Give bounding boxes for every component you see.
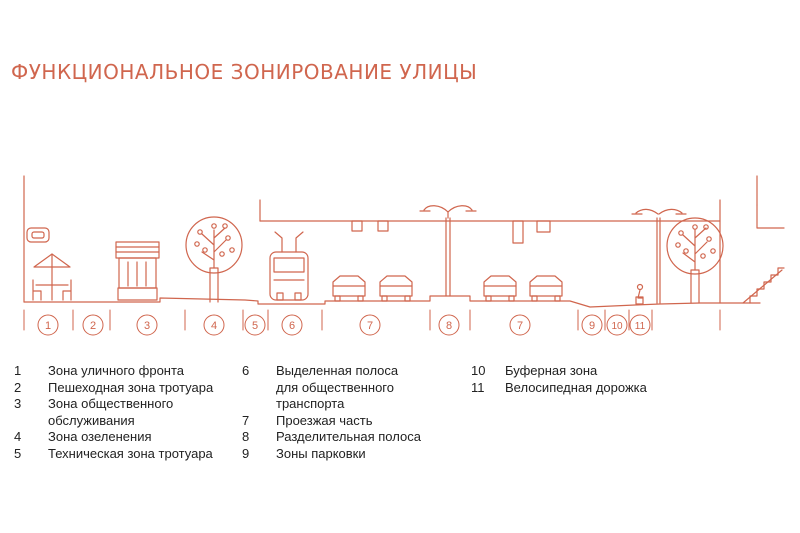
zone-marker-9 xyxy=(581,314,603,336)
zone-marker-5 xyxy=(244,314,266,336)
legend-item: 8 Разделительная полоса xyxy=(242,429,421,446)
legend-number: 2 xyxy=(14,379,22,395)
tree-icon-left xyxy=(185,216,243,303)
zone-marker-label: 9 xyxy=(589,320,595,332)
kiosk-icon xyxy=(115,241,160,301)
legend-number: 5 xyxy=(14,445,22,461)
car-icon xyxy=(529,275,563,302)
zone-marker-label: 7 xyxy=(517,320,523,332)
zone-marker-label: 5 xyxy=(252,320,258,332)
cafe-umbrella-icon xyxy=(32,253,72,301)
zone-marker-11 xyxy=(629,314,651,336)
zone-marker-label: 7 xyxy=(367,320,373,332)
legend-number: 3 xyxy=(14,396,22,411)
street-cross-section: 1 2 3 4 5 6 7 8 7 9 10 11 xyxy=(23,175,785,336)
legend-item: 4 Зона озеленения xyxy=(14,429,213,446)
zone-marker-label: 1 xyxy=(45,320,51,332)
legend-text: для общественного xyxy=(276,379,394,395)
car-icon xyxy=(483,275,517,302)
car-icon xyxy=(379,275,413,302)
traffic-light-icon xyxy=(512,220,524,244)
legend-text: обслуживания xyxy=(48,412,135,428)
legend-item: 1 Зона уличного фронта xyxy=(14,363,213,380)
road-sign-icon xyxy=(536,220,551,233)
street-lamp-icon-right xyxy=(631,208,687,304)
legend-number: 7 xyxy=(242,412,250,428)
legend-text: Зона озеленения xyxy=(48,429,152,444)
legend-text: Пешеходная зона тротуара xyxy=(48,379,214,395)
zone-marker-label: 8 xyxy=(446,320,452,332)
zone-marker-7a xyxy=(359,314,381,336)
legend-text: транспорта xyxy=(276,396,345,411)
zone-marker-label: 3 xyxy=(144,320,150,332)
legend-item: 11 Велосипедная дорожка xyxy=(471,380,647,397)
shop-sign xyxy=(26,227,50,243)
legend-column-2: 6 Выделенная полоса для общественного тр… xyxy=(242,363,421,462)
traffic-signal-icon xyxy=(377,220,389,232)
legend-text: Зоны парковки xyxy=(276,445,366,461)
zone-marker-3 xyxy=(136,314,158,336)
right-building xyxy=(719,175,785,304)
ground-line xyxy=(23,295,761,308)
legend-number: 11 xyxy=(471,379,485,395)
legend-text: Зона уличного фронта xyxy=(48,363,185,378)
zone-dividers xyxy=(23,309,721,331)
zone-marker-10 xyxy=(606,314,628,336)
legend-item-continued: для общественного xyxy=(242,380,421,397)
legend-number: 6 xyxy=(242,363,250,378)
zone-marker-label: 11 xyxy=(635,321,646,332)
cyclist-icon xyxy=(635,283,644,305)
legend-item: 10 Буферная зона xyxy=(471,363,647,380)
legend-number: 8 xyxy=(242,429,250,444)
legend-number: 4 xyxy=(14,429,22,444)
zone-marker-7b xyxy=(509,314,531,336)
legend-column-1: 1 Зона уличного фронта 2 Пешеходная зона… xyxy=(14,363,213,462)
zone-marker-6 xyxy=(281,314,303,336)
legend-item-continued: транспорта xyxy=(242,396,421,413)
zone-marker-1 xyxy=(37,314,59,336)
zone-marker-8 xyxy=(438,314,460,336)
trolleybus-icon xyxy=(269,231,309,301)
legend-text: Буферная зона xyxy=(505,363,598,378)
street-lamp-icon-center xyxy=(419,205,477,297)
legend-item: 2 Пешеходная зона тротуара xyxy=(14,380,213,397)
legend-text: Велосипедная дорожка xyxy=(505,379,647,395)
traffic-signal-icon xyxy=(351,220,363,232)
legend-item: 9 Зоны парковки xyxy=(242,446,421,463)
legend-item-continued: обслуживания xyxy=(14,413,213,430)
zone-marker-label: 4 xyxy=(211,320,217,332)
legend-number: 10 xyxy=(471,363,486,378)
legend-number: 9 xyxy=(242,445,250,461)
legend-text: Разделительная полоса xyxy=(276,429,421,444)
legend-text: Выделенная полоса xyxy=(276,363,399,378)
zone-marker-label: 6 xyxy=(289,320,295,332)
legend-item: 6 Выделенная полоса xyxy=(242,363,421,380)
zone-marker-label: 10 xyxy=(611,321,623,332)
legend-item: 5 Техническая зона тротуара xyxy=(14,446,213,463)
car-icon xyxy=(332,275,366,302)
zone-marker-4 xyxy=(203,314,225,336)
legend-item: 3 Зона общественного xyxy=(14,396,213,413)
legend-item: 7 Проезжая часть xyxy=(242,413,421,430)
legend-column-3: 10 Буферная зона 11 Велосипедная дорожка xyxy=(471,363,647,396)
zone-marker-label: 2 xyxy=(90,320,96,332)
legend-text: Проезжая часть xyxy=(276,412,373,428)
diagram-title: ФУНКЦИОНАЛЬНОЕ ЗОНИРОВАНИЕ УЛИЦЫ xyxy=(11,60,478,84)
legend-text: Техническая зона тротуара xyxy=(48,445,213,461)
legend-number: 1 xyxy=(14,363,22,378)
legend-text: Зона общественного xyxy=(48,396,174,411)
tree-icon-right xyxy=(666,217,724,304)
zone-markers xyxy=(37,314,651,336)
zone-marker-2 xyxy=(82,314,104,336)
